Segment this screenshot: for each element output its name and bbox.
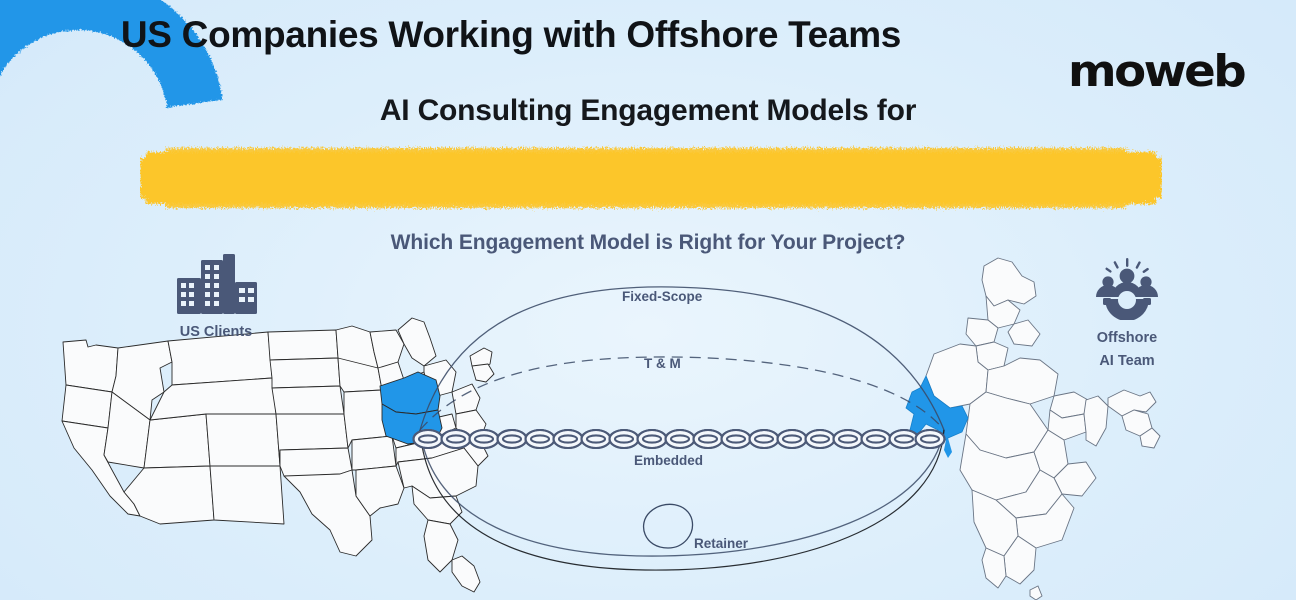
endpoint-offshore-label-line2: AI Team	[1099, 353, 1155, 369]
page-title-line1: AI Consulting Engagement Models for	[379, 94, 917, 127]
endpoint-offshore-label-line1: Offshore	[1096, 330, 1158, 346]
connector-time-and-materials	[419, 356, 945, 431]
office-buildings-icon	[177, 254, 257, 314]
gujarat-tail	[944, 438, 952, 458]
brush-arc-top-left-icon	[0, 0, 223, 141]
endpoint-offshore-team: Offshore AI Team	[1060, 258, 1194, 371]
endpoint-us-label: US Clients	[179, 324, 253, 340]
retainer-loop-icon	[642, 503, 694, 549]
page-subtitle: Which Engagement Model is Right for Your…	[390, 231, 906, 254]
endpoint-us-clients: US Clients	[143, 252, 289, 342]
india-map	[925, 257, 1161, 589]
sri-lanka	[1029, 585, 1043, 600]
team-gear-idea-icon	[1096, 258, 1158, 321]
label-time-and-materials: T & M	[644, 356, 681, 371]
connector-fixed-scope	[419, 286, 945, 431]
connector-embedded-chain	[412, 428, 946, 450]
title-highlight-band	[140, 142, 1162, 214]
connector-retainer-outer	[419, 429, 945, 571]
united-states-map	[61, 317, 495, 593]
label-fixed-scope: Fixed-Scope	[622, 289, 703, 304]
moweb-logo[interactable]: moweb	[1067, 46, 1247, 97]
connector-retainer	[419, 429, 945, 557]
label-retainer: Retainer	[694, 536, 749, 551]
label-embedded: Embedded	[634, 453, 704, 468]
page-title-line2: US Companies Working with Offshore Teams	[120, 14, 902, 55]
